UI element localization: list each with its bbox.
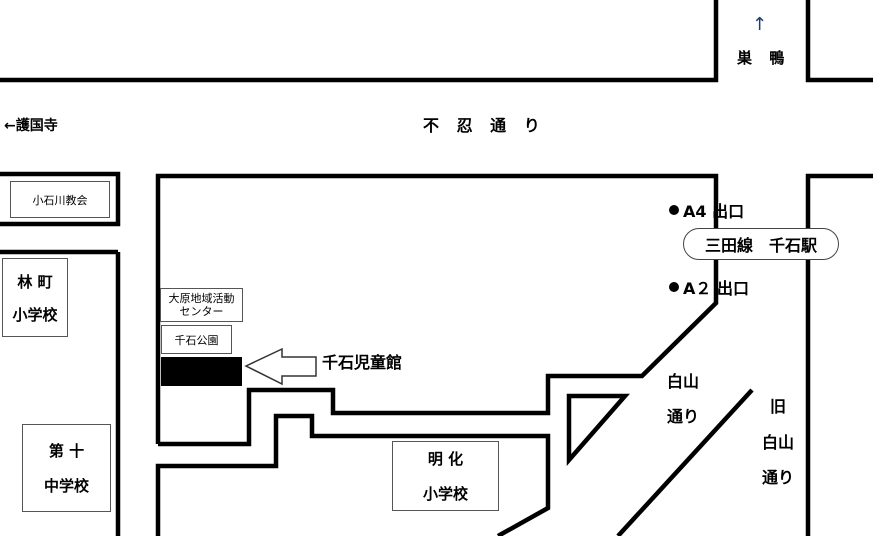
- exit-a2: A２ 出口: [669, 275, 749, 299]
- church-label: 小石川教会: [32, 193, 88, 207]
- park-label: 千石公園: [174, 333, 219, 347]
- hayashicho-school-box: 林 町 小学校: [2, 258, 68, 337]
- sengoku-park-box: 千石公園: [161, 325, 232, 354]
- road-edge: [805, 0, 873, 83]
- traffic-island: [566, 393, 630, 466]
- road-edge: [805, 173, 873, 536]
- children-hall-building: [161, 357, 242, 386]
- exit-a2-label: A２ 出口: [683, 279, 749, 298]
- shinobazu-road-label: 不 忍 通 り: [423, 116, 546, 135]
- center-name-line2: センター: [179, 305, 224, 318]
- koishikawa-church-box: 小石川教会: [10, 181, 110, 218]
- old-hakusan-label-2: 白山: [762, 433, 795, 452]
- road-edge: [616, 388, 754, 536]
- school-name-line2: 小学校: [12, 305, 58, 324]
- school-name-line2: 中学校: [43, 477, 89, 495]
- center-name-line1: 大原地域活動: [168, 292, 235, 305]
- target-label: 千石児童館: [322, 353, 403, 372]
- old-hakusan-label-3: 通り: [762, 468, 795, 487]
- sengoku-station-box: 三田線 千石駅: [683, 228, 839, 260]
- exit-a4-label: A4 出口: [683, 202, 745, 221]
- station-label: 三田線 千石駅: [704, 236, 817, 255]
- school-name-line1: 明 化: [427, 450, 464, 468]
- daiju-school-box: 第 十 中学校: [22, 424, 111, 512]
- school-name-line2: 小学校: [422, 485, 468, 503]
- road-edge: [0, 171, 121, 227]
- hakusan-road-label-1: 白山: [667, 372, 700, 391]
- road-edge: [0, 0, 719, 83]
- exit-dot-icon: [669, 205, 679, 215]
- pointer-arrow-icon: [244, 347, 317, 386]
- hakusan-road-label-2: 通り: [667, 407, 700, 426]
- school-name-line1: 第 十: [48, 442, 85, 460]
- exit-dot-icon: [669, 282, 679, 292]
- school-name-line1: 林 町: [17, 272, 53, 291]
- community-center-box: 大原地域活動 センター: [160, 288, 243, 322]
- road-edge: [155, 173, 719, 447]
- old-hakusan-label-1: 旧: [770, 397, 787, 416]
- sugamo-label: 巣 鴨: [737, 49, 791, 67]
- gokokuji-label: ←護国寺: [4, 118, 58, 134]
- road-edge: [155, 413, 551, 536]
- meika-school-box: 明 化 小学校: [392, 441, 499, 511]
- north-arrow-icon: ↑: [752, 14, 768, 35]
- exit-a4: A4 出口: [669, 198, 744, 222]
